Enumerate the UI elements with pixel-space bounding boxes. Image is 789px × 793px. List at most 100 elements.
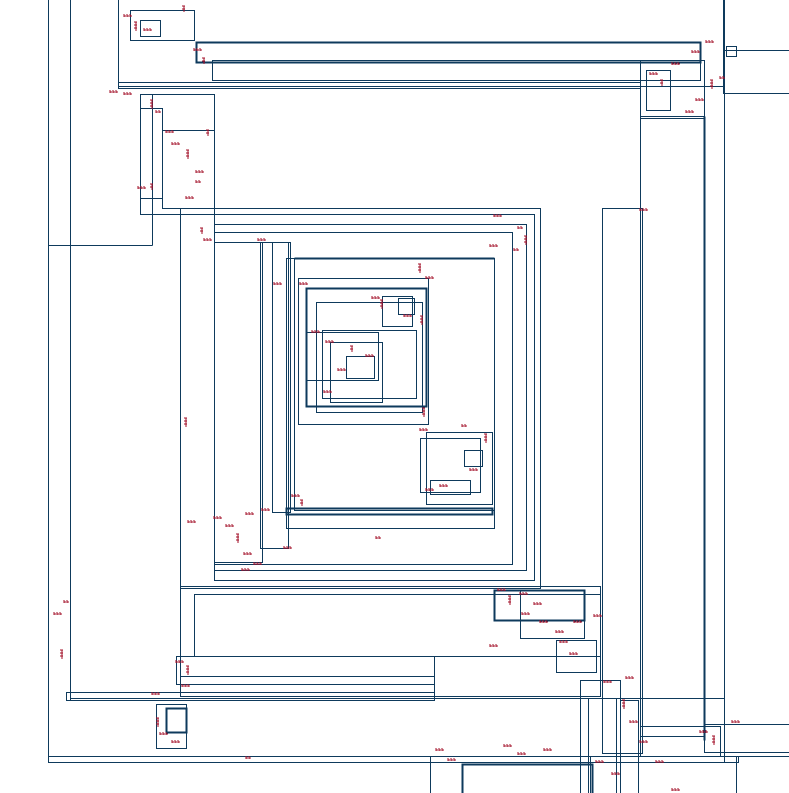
tick-marker bbox=[243, 552, 252, 555]
wall-rect bbox=[602, 208, 643, 754]
wall-rect bbox=[461, 763, 594, 793]
tick-marker bbox=[521, 612, 530, 615]
tick-marker bbox=[53, 612, 62, 615]
tick-marker bbox=[493, 214, 502, 217]
tick-marker bbox=[181, 684, 190, 687]
wall-rect bbox=[195, 41, 702, 64]
tick-marker bbox=[253, 562, 262, 565]
tick-marker bbox=[524, 235, 527, 245]
tick-marker bbox=[419, 428, 428, 431]
tick-marker bbox=[639, 740, 648, 743]
wall-rect bbox=[176, 656, 435, 685]
wall-rect bbox=[214, 242, 263, 563]
tick-markers bbox=[53, 5, 740, 791]
tick-marker bbox=[245, 756, 251, 759]
tick-marker bbox=[323, 390, 332, 393]
wall-rect bbox=[118, 0, 725, 87]
tick-marker bbox=[489, 244, 498, 247]
wall-rect bbox=[66, 692, 435, 701]
tick-marker bbox=[143, 28, 152, 31]
tick-marker bbox=[629, 720, 638, 723]
wall-rect bbox=[316, 302, 423, 413]
tick-marker bbox=[193, 48, 202, 51]
tick-marker bbox=[186, 149, 189, 159]
tick-marker bbox=[533, 602, 542, 605]
tick-marker bbox=[712, 735, 715, 745]
tick-marker bbox=[660, 79, 663, 86]
tick-marker bbox=[236, 533, 239, 543]
wall-rect bbox=[382, 296, 413, 327]
wall-rect bbox=[520, 590, 585, 639]
wall-rect bbox=[48, 756, 739, 763]
tick-marker bbox=[513, 248, 519, 251]
wall-rect bbox=[426, 432, 493, 505]
wall-rect bbox=[212, 60, 701, 81]
wall-lines bbox=[48, 0, 789, 793]
tick-marker bbox=[202, 57, 205, 64]
tick-marker bbox=[291, 494, 300, 497]
tick-marker bbox=[245, 512, 254, 515]
tick-marker bbox=[671, 62, 680, 65]
tick-marker bbox=[155, 110, 161, 113]
wall-rect bbox=[330, 342, 383, 403]
tick-marker bbox=[691, 50, 700, 53]
tick-marker bbox=[503, 744, 512, 747]
wall-rect bbox=[260, 242, 289, 549]
tick-marker bbox=[622, 699, 625, 709]
tick-marker bbox=[695, 98, 704, 101]
tick-marker bbox=[649, 72, 658, 75]
tick-marker bbox=[60, 649, 63, 659]
wall-rect bbox=[580, 680, 621, 793]
wall-rect bbox=[322, 330, 417, 399]
wall-rect bbox=[272, 242, 291, 513]
wall-rect bbox=[140, 20, 161, 37]
tick-marker bbox=[165, 130, 174, 133]
tick-marker bbox=[508, 595, 511, 605]
wall-rect bbox=[140, 94, 215, 215]
tick-marker bbox=[543, 748, 552, 751]
tick-marker bbox=[311, 330, 320, 333]
wall-rect bbox=[130, 10, 195, 41]
tick-marker bbox=[261, 508, 270, 511]
wall-rect bbox=[305, 287, 428, 408]
wall-rect bbox=[48, 0, 725, 763]
tick-marker bbox=[187, 520, 196, 523]
tick-marker bbox=[517, 752, 526, 755]
wall-rect bbox=[646, 70, 671, 111]
wall-rect bbox=[214, 224, 527, 571]
tick-marker bbox=[134, 21, 137, 31]
tick-marker bbox=[497, 588, 506, 591]
tick-marker bbox=[705, 40, 714, 43]
tick-marker bbox=[300, 499, 303, 506]
wall-rect bbox=[180, 208, 541, 589]
tick-marker bbox=[123, 92, 132, 95]
tick-marker bbox=[150, 99, 153, 109]
wall-rect bbox=[430, 480, 471, 495]
tick-marker bbox=[350, 345, 353, 352]
tick-marker bbox=[420, 315, 423, 325]
tick-marker bbox=[639, 208, 648, 211]
wall-rect bbox=[298, 278, 429, 425]
tick-marker bbox=[425, 488, 434, 491]
tick-marker bbox=[439, 484, 448, 487]
tick-marker bbox=[519, 592, 528, 595]
tick-marker bbox=[731, 720, 740, 723]
tick-marker bbox=[559, 640, 568, 643]
tick-marker bbox=[603, 680, 612, 683]
tick-marker bbox=[422, 407, 425, 417]
tick-marker bbox=[151, 692, 160, 695]
wall-rect bbox=[285, 507, 494, 516]
tick-marker bbox=[175, 660, 184, 663]
wall-rect bbox=[420, 438, 481, 493]
tick-marker bbox=[200, 227, 203, 234]
tick-marker bbox=[625, 676, 634, 679]
wall-rect bbox=[70, 0, 725, 699]
wall-rect bbox=[723, 50, 789, 94]
tick-marker bbox=[699, 730, 708, 733]
wall-rect bbox=[640, 116, 705, 737]
wall-rect bbox=[464, 450, 483, 467]
tick-marker bbox=[273, 282, 282, 285]
tick-marker bbox=[593, 614, 602, 617]
